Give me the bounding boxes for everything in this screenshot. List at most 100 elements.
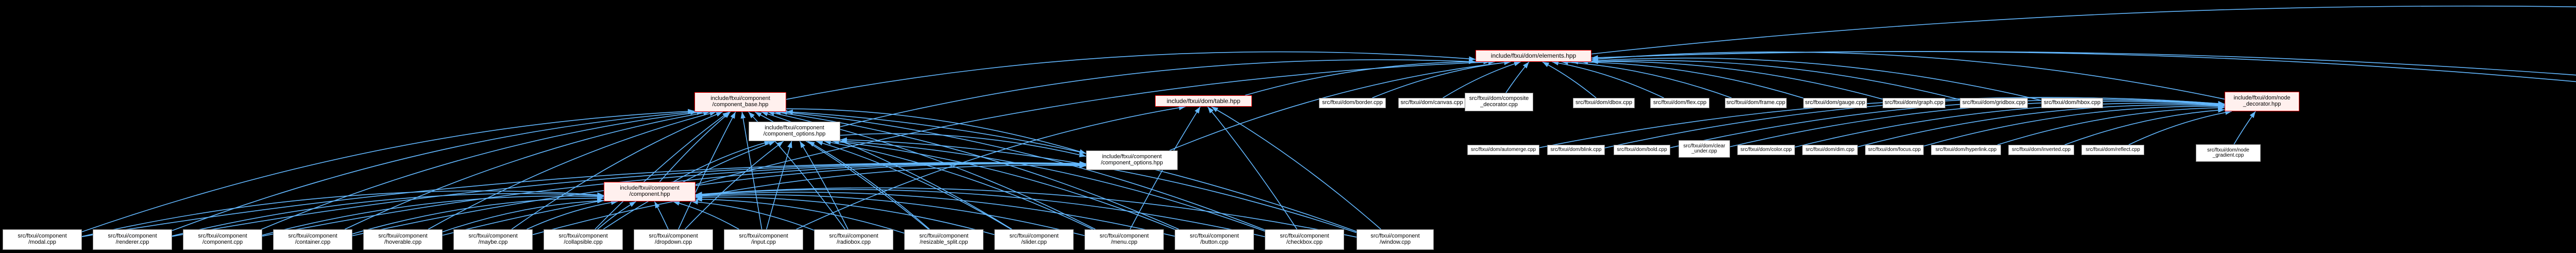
graph-edge — [1581, 59, 1883, 100]
graph-node[interactable]: src/ftxui/component /collapsible.cpp — [544, 229, 623, 250]
graph-edge — [840, 59, 1476, 127]
graph-edge — [595, 111, 730, 230]
graph-node[interactable]: src/ftxui/dom/reflect.cpp — [2081, 145, 2144, 155]
graph-edge — [1552, 60, 1664, 98]
graph-edge — [2233, 111, 2256, 145]
graph-node[interactable]: src/ftxui/dom/automerge.cpp — [1467, 145, 1539, 155]
graph-edge — [1571, 59, 1804, 99]
graph-edge — [695, 196, 905, 234]
graph-node[interactable]: src/ftxui/dom/node _gradient.cpp — [2196, 144, 2261, 162]
graph-edge — [428, 111, 717, 230]
graph-edge — [1211, 106, 1381, 230]
graph-node[interactable]: src/ftxui/dom/dim.cpp — [1802, 145, 1858, 155]
graph-edge — [1245, 59, 1490, 96]
graph-edge — [780, 110, 1265, 230]
graph-node[interactable]: src/ftxui/dom/dbox.cpp — [1573, 98, 1635, 108]
graph-edge — [352, 195, 604, 234]
graph-edge — [442, 198, 604, 232]
graph-edge — [840, 133, 1087, 158]
graph-node[interactable]: src/ftxui/dom/focus.cpp — [1865, 145, 1924, 155]
graph-node[interactable]: src/ftxui/component /maybe.cpp — [453, 229, 533, 250]
graph-edge — [81, 161, 1087, 238]
graph-edge — [442, 162, 1087, 236]
graph-edge — [1539, 97, 2225, 148]
graph-edge — [597, 201, 637, 230]
graph-node[interactable]: include/ftxui/dom/elements.hpp — [1476, 50, 1591, 62]
graph-node[interactable]: src/ftxui/component /dropdown.cpp — [634, 229, 713, 250]
graph-node[interactable]: src/ftxui/component /window.cpp — [1357, 229, 1434, 250]
graph-edge — [81, 109, 695, 232]
graph-edge — [659, 111, 731, 182]
graph-edge — [2064, 108, 2225, 145]
graph-node[interactable]: include/ftxui/dom/node _decorator.hpp — [2225, 92, 2299, 111]
graph-edge — [807, 141, 930, 230]
graph-node[interactable]: src/ftxui/dom/hbox.cpp — [2041, 98, 2103, 108]
graph-edge — [678, 111, 736, 230]
graph-node[interactable]: include/ftxui/component /component_optio… — [749, 122, 840, 141]
graph-node[interactable]: src/ftxui/dom/gauge.cpp — [1803, 98, 1867, 108]
graph-node[interactable]: include/ftxui/component /component_optio… — [1086, 150, 1178, 170]
graph-edge — [1794, 102, 2225, 148]
graph-node[interactable]: src/ftxui/dom/flex.cpp — [1650, 98, 1709, 108]
graph-edge — [1591, 5, 2576, 55]
graph-edge — [352, 162, 1087, 237]
graph-node[interactable]: src/ftxui/dom/color.cpp — [1737, 145, 1795, 155]
graph-node[interactable]: src/ftxui/component /radiobox.cpp — [814, 229, 893, 250]
graph-edge — [1561, 60, 1732, 98]
graph-edge — [684, 141, 784, 230]
graph-edge — [261, 110, 704, 230]
graph-node[interactable]: src/ftxui/component /button.cpp — [1175, 229, 1254, 250]
graph-edge — [511, 111, 723, 230]
graph-node[interactable]: src/ftxui/component /slider.cpp — [994, 229, 1074, 250]
graph-edge — [1857, 103, 2225, 147]
graph-node[interactable]: src/ftxui/component /component.cpp — [183, 229, 262, 250]
graph-node[interactable]: src/ftxui/component /menu.cpp — [1084, 229, 1164, 250]
graph-edge — [824, 140, 1093, 230]
graph-edge — [527, 200, 618, 230]
graph-node[interactable]: include/ftxui/dom/table.hpp — [1155, 95, 1252, 107]
graph-edge — [1542, 61, 1597, 98]
graph-node[interactable]: src/ftxui/component /modal.cpp — [3, 229, 82, 250]
graph-edge — [840, 139, 1265, 232]
graph-edge — [691, 199, 815, 231]
graph-edge — [1923, 104, 2225, 147]
graph-edge — [1591, 57, 2042, 101]
graph-node[interactable]: src/ftxui/component /renderer.cpp — [93, 229, 172, 250]
graph-edge — [344, 110, 710, 230]
graph-edge — [1591, 51, 2576, 82]
graph-node[interactable]: src/ftxui/component /input.cpp — [724, 229, 803, 250]
graph-edge — [1591, 51, 2576, 76]
graph-node[interactable]: src/ftxui/dom/clear _under.cpp — [1679, 140, 1730, 158]
graph-node[interactable]: src/ftxui/dom/gridbox.cpp — [1960, 98, 2028, 108]
graph-node[interactable]: include/ftxui/component /component.hpp — [604, 182, 696, 201]
graph-node[interactable]: src/ftxui/dom/graph.cpp — [1883, 98, 1945, 108]
graph-node[interactable]: src/ftxui/component /resizable_split.cpp — [904, 229, 984, 250]
graph-node[interactable]: src/ftxui/component /checkbox.cpp — [1265, 229, 1344, 250]
graph-edge — [1591, 59, 1960, 100]
graph-edge — [654, 201, 669, 230]
graph-node[interactable]: src/ftxui/dom/border.cpp — [1319, 98, 1386, 108]
graph-edge — [1997, 105, 2225, 145]
graph-node[interactable]: src/ftxui/component /hoverable.cpp — [363, 229, 443, 250]
graph-edge — [2128, 110, 2232, 145]
graph-node[interactable]: src/ftxui/dom/inverted.cpp — [2008, 145, 2074, 155]
graph-edge — [799, 141, 849, 230]
graph-edge — [172, 110, 698, 231]
graph-node[interactable]: include/ftxui/component /component_base.… — [694, 92, 786, 112]
graph-edge — [1591, 51, 2225, 100]
graph-edge — [786, 51, 1476, 100]
graph-node[interactable]: src/ftxui/dom/canvas.cpp — [1398, 98, 1465, 108]
graph-node[interactable]: src/ftxui/dom/blink.cpp — [1547, 145, 1605, 155]
graph-edge — [1505, 61, 1530, 93]
graph-edge — [816, 141, 1012, 230]
graph-node[interactable]: src/ftxui/dom/bold.cpp — [1614, 145, 1670, 155]
graph-edge — [1207, 106, 1298, 230]
graph-node[interactable]: src/ftxui/dom/frame.cpp — [1725, 98, 1787, 108]
graph-node[interactable]: src/ftxui/dom/hyperlink.cpp — [1931, 145, 2001, 155]
graph-edge — [766, 141, 792, 230]
graph-node[interactable]: src/ftxui/dom/composite _decorator.cpp — [1465, 93, 1533, 111]
graph-node[interactable]: src/ftxui/component /container.cpp — [273, 229, 352, 250]
graph-edge — [673, 140, 771, 182]
